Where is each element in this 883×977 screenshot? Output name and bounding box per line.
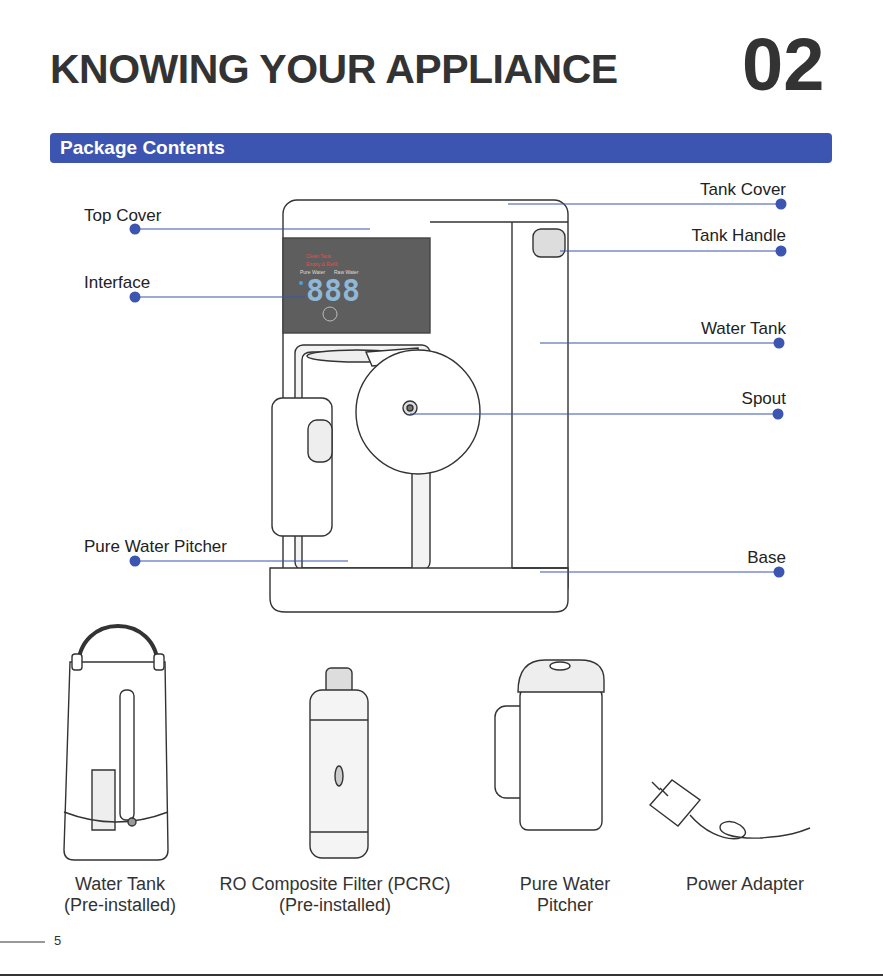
part-name: Interface [84, 273, 244, 293]
item-caption: RO Composite Filter (PCRC) (Pre-installe… [210, 874, 460, 915]
part-name: Water Tank [586, 319, 786, 339]
section-band: Package Contents [50, 133, 832, 163]
page-number: 5 [54, 934, 84, 949]
indicator-dot [299, 281, 303, 285]
interface-text: Clean Tank [306, 254, 366, 260]
appliance-drawing [270, 200, 568, 612]
part-name: Base [586, 548, 786, 568]
part-name: Tank Handle [586, 226, 786, 246]
part-name: Tank Cover [586, 180, 786, 200]
page-border [0, 974, 883, 976]
leader-dots [130, 199, 787, 578]
item-caption: Pure Water Pitcher [505, 874, 625, 915]
interface-text: Empty & Refill [306, 262, 366, 268]
info-button [323, 307, 337, 321]
item-caption: Water Tank (Pre-installed) [55, 874, 185, 915]
display-digits: 888 [306, 274, 376, 309]
adapter-drawing [650, 780, 810, 839]
pitcher-drawing [495, 660, 604, 830]
part-name: Pure Water Pitcher [84, 537, 284, 557]
item-caption: Power Adapter [655, 874, 835, 895]
section-heading: Package Contents [60, 133, 832, 163]
chapter-number: 02 [742, 22, 842, 107]
part-name: Spout [586, 389, 786, 409]
leader-lines [135, 204, 781, 572]
part-name: Top Cover [84, 206, 244, 226]
page-rule [0, 942, 45, 943]
page-title: KNOWING YOUR APPLIANCE [50, 46, 618, 93]
water-tank-drawing [64, 626, 168, 860]
filter-drawing [310, 668, 368, 858]
